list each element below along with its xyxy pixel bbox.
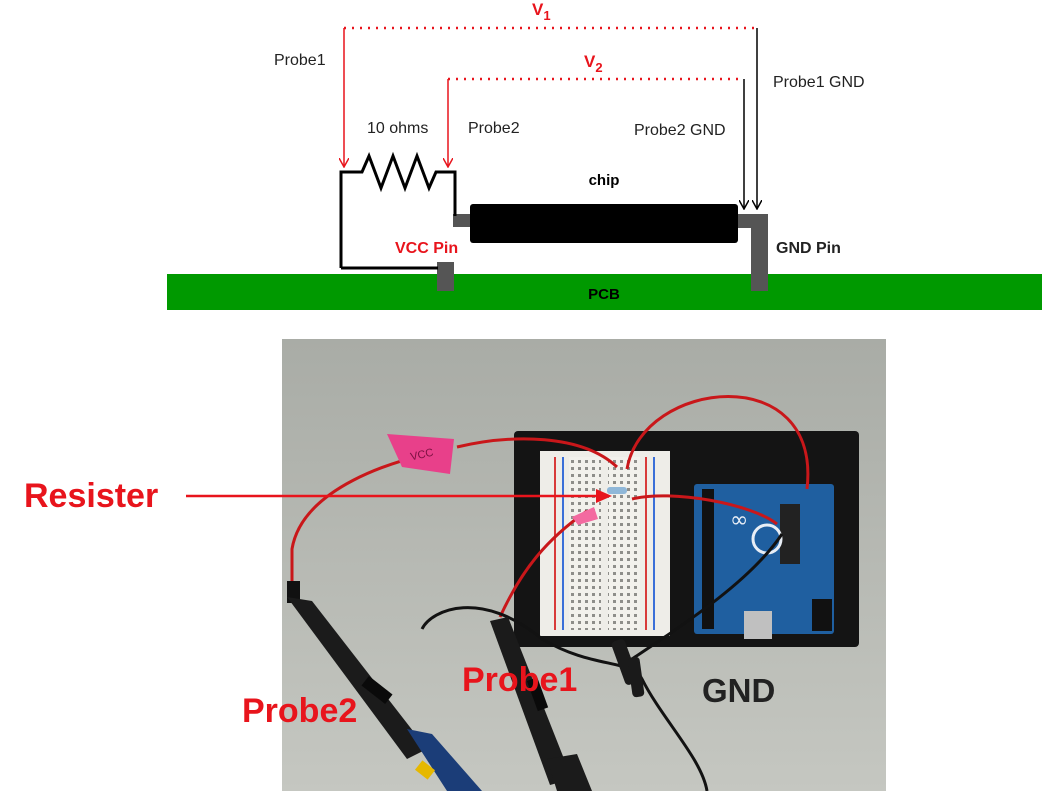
vcc-pin-lead-side [453,214,470,227]
probe2-text: Probe2 [468,120,520,137]
arduino-board: ∞ [694,484,834,639]
probe2-gnd-text: Probe2 GND [634,122,726,139]
resistor-value-text: 10 ohms [367,120,428,137]
red-wire-arduino-5v [625,395,810,490]
probe2-photo-label: Probe2 [242,692,358,730]
resistor-component [607,487,627,494]
probe2-body [287,581,482,791]
svg-text:∞: ∞ [730,508,748,533]
gnd-pin-text: GND Pin [776,240,841,257]
red-wire-vcc-to-board [456,437,619,469]
vcc-tape: VCC [387,434,454,474]
measurement-schematic: PCB chip V1 V2 Probe1 Probe2 10 ohms Pro… [167,0,1042,310]
v1-label: V1 [532,0,551,23]
probe1-text: Probe1 [274,52,326,69]
gnd-pin-lead [736,214,768,291]
resistor-wiring [339,151,457,270]
svg-text:VCC: VCC [409,447,434,464]
vcc-pin-lead-down [437,262,454,291]
photo-gnd-label: GND [702,672,775,709]
probe1-photo-label: Probe1 [462,661,578,699]
chip-body [470,204,738,243]
red-wire-probe1 [498,509,588,618]
red-wire-resistor-to-arduino [631,494,778,526]
breadboard [540,451,670,636]
pcb-board [167,274,1042,310]
black-wire-gnd [420,606,709,791]
resister-label: Resister [24,477,159,515]
probe1-gnd-text: Probe1 GND [773,74,865,91]
chip-label: chip [589,172,620,189]
black-wire-gnd-arduino [631,533,784,661]
vcc-pin-text: VCC Pin [395,240,458,257]
v2-label: V2 [584,52,603,75]
setup-photo: ∞ VCC [282,339,886,791]
pcb-label: PCB [588,286,620,303]
probe1-body [490,617,592,791]
